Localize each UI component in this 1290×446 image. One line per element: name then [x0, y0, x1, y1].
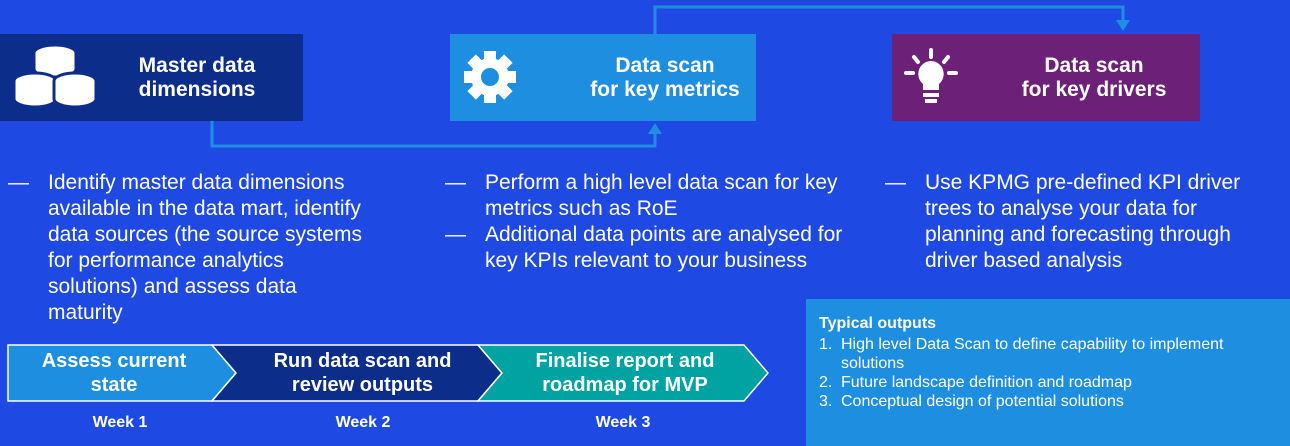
- outputs-list: 1. High level Data Scan to define capabil…: [819, 335, 1279, 411]
- box-title: Master data dimensions: [138, 53, 256, 101]
- bullet-item: Identify master data dimensions availabl…: [8, 170, 373, 326]
- stage-label: Finalise report and roadmap for MVP: [535, 350, 715, 396]
- key-drivers-bullets: Use KPMG pre-defined KPI driver trees to…: [885, 170, 1265, 274]
- key-drivers-box: Data scan for key drivers: [892, 34, 1200, 121]
- week-label: Week 1: [92, 414, 148, 431]
- week-label: Week 2: [335, 414, 391, 431]
- box-title: Data scan for key metrics: [590, 53, 740, 101]
- key-metrics-box: Data scan for key metrics: [450, 34, 756, 121]
- week-label: Week 3: [595, 414, 651, 431]
- stage-label: Assess current state: [41, 350, 187, 396]
- stage-label: Run data scan and review outputs: [273, 350, 452, 396]
- master-data-bullets: Identify master data dimensions availabl…: [8, 170, 373, 326]
- output-number: 1.: [819, 336, 833, 353]
- bullet-item: Perform a high level data scan for key m…: [445, 170, 845, 222]
- output-text: High level Data Scan to define capabilit…: [841, 336, 1224, 372]
- box-title: Data scan for key drivers: [1021, 53, 1167, 101]
- outputs-heading: Typical outputs: [819, 315, 937, 332]
- output-item: 3. Conceptual design of potential solutio…: [819, 392, 1279, 411]
- typical-outputs-panel: Typical outputs 1. High level Data Scan t…: [806, 299, 1290, 446]
- output-number: 3.: [819, 393, 833, 410]
- master-data-box: Master data dimensions: [0, 34, 303, 121]
- bullet-item: Use KPMG pre-defined KPI driver trees to…: [885, 170, 1265, 274]
- key-metrics-bullets: Perform a high level data scan for key m…: [445, 170, 845, 274]
- gear-icon: [464, 51, 516, 103]
- bullet-item: Additional data points are analysed for …: [445, 222, 845, 274]
- stage-chevron: [476, 344, 769, 402]
- output-number: 2.: [819, 374, 833, 391]
- output-text: Conceptual design of potential solutions: [841, 393, 1124, 410]
- output-text: Future landscape definition and roadmap: [841, 374, 1132, 391]
- output-item: 1. High level Data Scan to define capabil…: [819, 335, 1279, 373]
- output-item: 2. Future landscape definition and roadma…: [819, 373, 1279, 392]
- lightbulb-icon: [904, 48, 958, 103]
- database-icon: [12, 43, 98, 109]
